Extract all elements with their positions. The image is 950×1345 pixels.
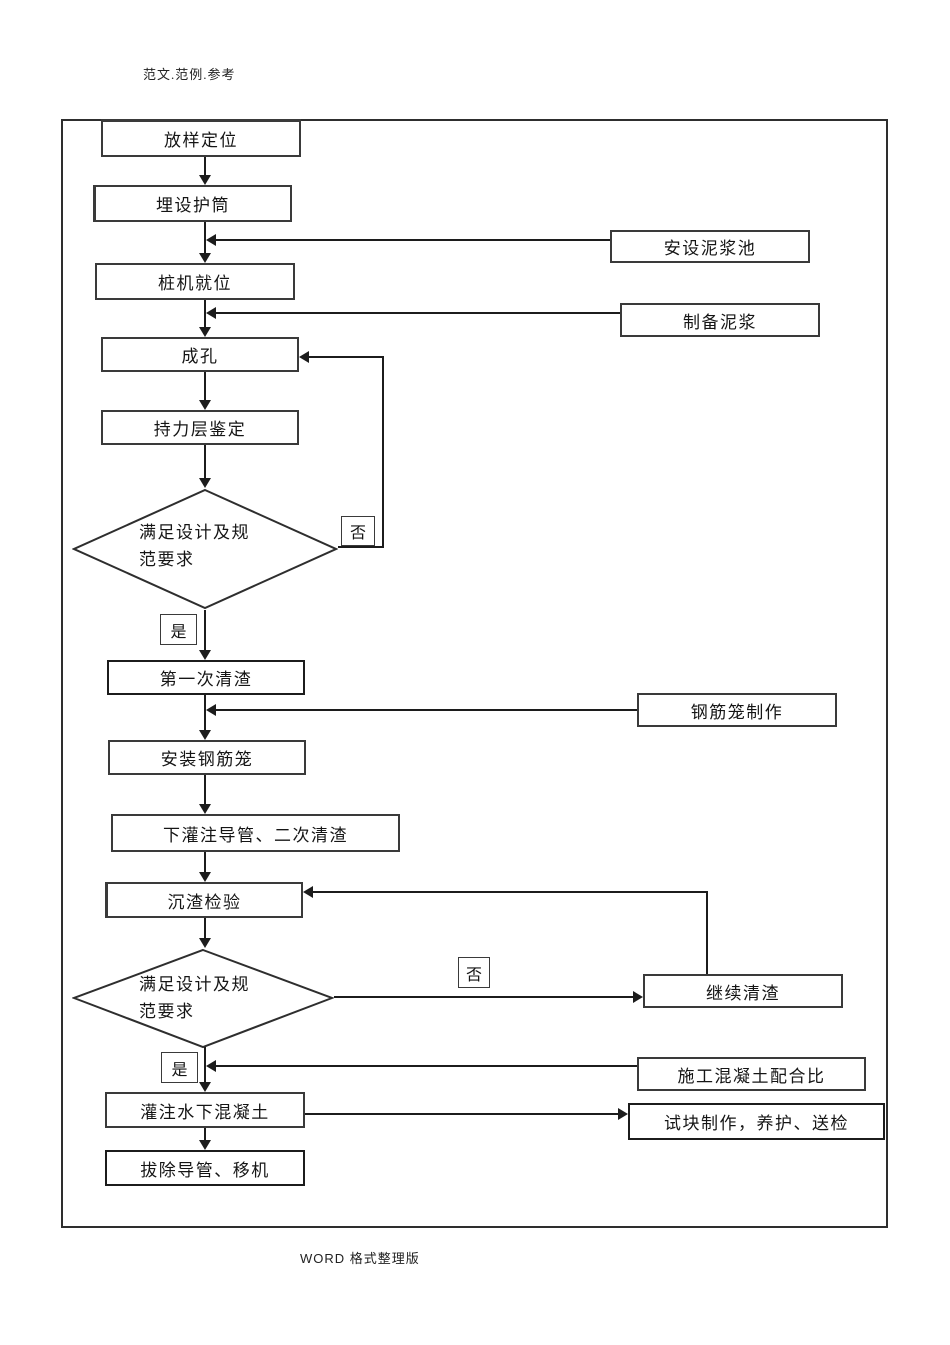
connector-line: [338, 546, 384, 548]
flow-node-mud-prep: 制备泥浆: [620, 303, 820, 337]
flow-node-conduit: 下灌注导管、二次清渣: [111, 814, 400, 852]
decision-2-label: 满足设计及规范要求: [139, 975, 250, 1021]
connector-line: [334, 996, 634, 998]
flow-node-cage-install: 安装钢筋笼: [108, 740, 306, 775]
arrowhead-down-icon: [199, 478, 211, 488]
arrowhead-down-icon: [199, 730, 211, 740]
arrowhead-down-icon: [199, 1140, 211, 1150]
flow-node-rig: 桩机就位: [95, 263, 295, 300]
flowchart-border: [61, 119, 888, 1228]
flow-node-mud-pool: 安设泥浆池: [610, 230, 810, 263]
connector-line: [204, 300, 206, 329]
connector-line: [204, 157, 206, 177]
connector-line: [216, 1065, 637, 1067]
arrowhead-down-icon: [199, 1082, 211, 1092]
yes-label-1: 是: [160, 614, 197, 645]
no-label-1: 否: [341, 516, 375, 546]
connector-line: [204, 852, 206, 874]
flow-node-cage-make: 钢筋笼制作: [637, 693, 837, 727]
arrowhead-down-icon: [199, 938, 211, 948]
flow-node-remove: 拔除导管、移机: [105, 1150, 305, 1186]
flow-node-continue-clean: 继续清渣: [643, 974, 843, 1008]
arrowhead-down-icon: [199, 650, 211, 660]
connector-line: [204, 918, 206, 940]
connector-line: [216, 312, 620, 314]
arrowhead-down-icon: [199, 327, 211, 337]
footer-note: WORD 格式整理版: [300, 1251, 420, 1266]
flow-node-mix-ratio: 施工混凝土配合比: [637, 1057, 866, 1091]
flow-node-sediment: 沉渣检验: [105, 882, 303, 918]
no-label-2: 否: [458, 957, 490, 988]
decision-diamond-1: [72, 488, 338, 610]
connector-line: [305, 1113, 618, 1115]
connector-line: [204, 1128, 206, 1142]
connector-line: [204, 1047, 206, 1084]
connector-line: [216, 239, 610, 241]
flow-node-casing: 埋设护筒: [93, 185, 292, 222]
arrowhead-down-icon: [199, 804, 211, 814]
arrowhead-down-icon: [199, 872, 211, 882]
flow-node-survey: 放样定位: [101, 119, 301, 157]
flow-node-test-block: 试块制作，养护、送检: [628, 1103, 885, 1140]
flow-node-pour: 灌注水下混凝土: [105, 1092, 305, 1128]
header-note: 范文.范例.参考: [143, 67, 236, 82]
decision-diamond-2: [72, 948, 334, 1049]
arrowhead-left-icon: [206, 234, 216, 246]
arrowhead-right-icon: [633, 991, 643, 1003]
flow-node-drill: 成孔: [101, 337, 299, 372]
connector-line: [204, 775, 206, 806]
arrowhead-right-icon: [618, 1108, 628, 1120]
connector-line: [382, 357, 384, 548]
decision-1-label: 满足设计及规范要求: [139, 523, 250, 569]
arrowhead-left-icon: [206, 704, 216, 716]
arrowhead-left-icon: [206, 1060, 216, 1072]
arrowhead-down-icon: [199, 175, 211, 185]
arrowhead-down-icon: [199, 253, 211, 263]
connector-line: [204, 610, 206, 652]
arrowhead-left-icon: [206, 307, 216, 319]
connector-line: [204, 372, 206, 402]
arrowhead-left-icon: [299, 351, 309, 363]
connector-line: [204, 695, 206, 732]
connector-line: [216, 709, 637, 711]
flow-node-clean1: 第一次清渣: [107, 660, 305, 695]
arrowhead-left-icon: [303, 886, 313, 898]
flow-node-bearing: 持力层鉴定: [101, 410, 299, 445]
connector-line: [204, 445, 206, 480]
connector-line: [313, 891, 708, 893]
arrowhead-down-icon: [199, 400, 211, 410]
connector-line: [309, 356, 384, 358]
connector-line: [706, 892, 708, 974]
connector-line: [204, 222, 206, 255]
yes-label-2: 是: [161, 1052, 198, 1083]
